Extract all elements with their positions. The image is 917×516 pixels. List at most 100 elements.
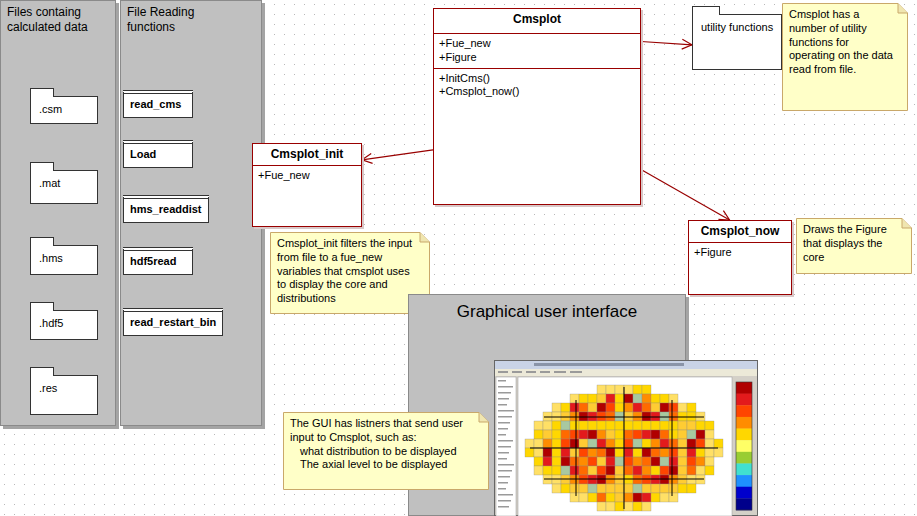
core-cell xyxy=(660,439,669,448)
core-cell xyxy=(606,466,615,475)
core-cell xyxy=(624,484,633,493)
core-cell xyxy=(606,430,615,439)
core-cell xyxy=(525,448,534,457)
core-cell xyxy=(588,421,597,430)
note: Draws the Figure that displays the core xyxy=(796,218,912,274)
label-text: Cmsplot_init filters the input from file… xyxy=(277,237,416,306)
core-cell xyxy=(588,403,597,412)
label-text: +Fue_new xyxy=(258,169,356,183)
color-bar-step xyxy=(736,498,752,510)
core-cell xyxy=(597,502,606,511)
core-cell xyxy=(552,430,561,439)
core-cell xyxy=(561,430,570,439)
file-folder: .mat xyxy=(30,170,98,204)
core-cell xyxy=(570,457,579,466)
label-text: +Cmsplot_now() xyxy=(439,85,635,99)
core-cell xyxy=(615,439,624,448)
core-cell xyxy=(543,421,552,430)
core-cell xyxy=(669,394,678,403)
core-cell xyxy=(669,493,678,502)
core-cell xyxy=(696,448,705,457)
core-cell xyxy=(588,430,597,439)
menu-bar xyxy=(495,369,757,376)
core-cell xyxy=(687,466,696,475)
list-mark xyxy=(498,380,506,382)
core-cell xyxy=(597,421,606,430)
core-cell xyxy=(588,484,597,493)
core-cell xyxy=(705,457,714,466)
list-mark xyxy=(498,422,510,424)
core-cell xyxy=(561,439,570,448)
core-cell xyxy=(705,430,714,439)
association-arrow xyxy=(641,170,730,220)
label-text: .res xyxy=(39,382,89,396)
core-cell xyxy=(570,448,579,457)
core-cell xyxy=(543,466,552,475)
core-cell xyxy=(534,421,543,430)
core-cell xyxy=(570,394,579,403)
core-cell xyxy=(633,439,642,448)
list-mark xyxy=(498,434,506,436)
class-box: Cmsplot+Fue_new+Figure+InitCms()+Cmsplot… xyxy=(433,8,641,205)
note-body xyxy=(797,219,912,274)
core-cell xyxy=(570,430,579,439)
note-body xyxy=(783,4,908,111)
core-cell xyxy=(687,403,696,412)
core-cell xyxy=(660,466,669,475)
core-cell xyxy=(669,466,678,475)
label-text: +Figure xyxy=(694,246,786,260)
core-cell xyxy=(678,466,687,475)
core-grid-lines xyxy=(530,387,718,509)
core-cell xyxy=(642,502,651,511)
core-cell xyxy=(696,421,705,430)
core-cell xyxy=(615,484,624,493)
function-box: read_restart_bin xyxy=(123,308,223,336)
core-cell xyxy=(687,430,696,439)
core-cell xyxy=(606,394,615,403)
core-cell xyxy=(606,421,615,430)
core-cell xyxy=(651,439,660,448)
core-cell xyxy=(561,484,570,493)
core-cell xyxy=(633,421,642,430)
core-cell xyxy=(606,403,615,412)
label-text: read_cms xyxy=(130,98,186,112)
core-cell xyxy=(570,439,579,448)
core-cell xyxy=(651,403,660,412)
core-cell xyxy=(597,493,606,502)
core-cell xyxy=(633,403,642,412)
label-text: what distribution to be displayed xyxy=(290,445,475,459)
core-cell xyxy=(624,430,633,439)
core-cell xyxy=(552,403,561,412)
core-cell xyxy=(669,484,678,493)
folder-tab xyxy=(692,6,720,15)
list-mark xyxy=(498,488,506,490)
core-cell xyxy=(642,421,651,430)
core-cell xyxy=(678,403,687,412)
core-cell xyxy=(642,448,651,457)
class-compartment: +InitCms()+Cmsplot_now() xyxy=(434,69,640,205)
core-cell xyxy=(651,457,660,466)
core-cell xyxy=(579,421,588,430)
folder-tab xyxy=(30,367,54,376)
label-text: Graphical user interface xyxy=(415,301,679,322)
core-cell xyxy=(642,430,651,439)
list-mark xyxy=(498,428,508,430)
label-text: Cmsplot has a number of utility function… xyxy=(789,8,894,77)
list-mark xyxy=(498,500,511,502)
class-compartment: +Fue_new+Figure xyxy=(434,34,640,69)
list-mark xyxy=(498,494,513,496)
note-fold xyxy=(479,413,489,423)
core-cell xyxy=(579,448,588,457)
window-title-bar xyxy=(495,361,757,369)
core-cell xyxy=(570,493,579,502)
core-cell xyxy=(651,484,660,493)
color-bar-step xyxy=(736,405,752,417)
function-box: hdf5read xyxy=(123,247,193,275)
core-cell xyxy=(570,421,579,430)
core-cell xyxy=(633,484,642,493)
core-cell xyxy=(624,421,633,430)
class-name-compartment: Cmsplot_init xyxy=(253,144,361,166)
label-text: The axial level to be displayed xyxy=(290,458,475,472)
core-cell xyxy=(552,466,561,475)
